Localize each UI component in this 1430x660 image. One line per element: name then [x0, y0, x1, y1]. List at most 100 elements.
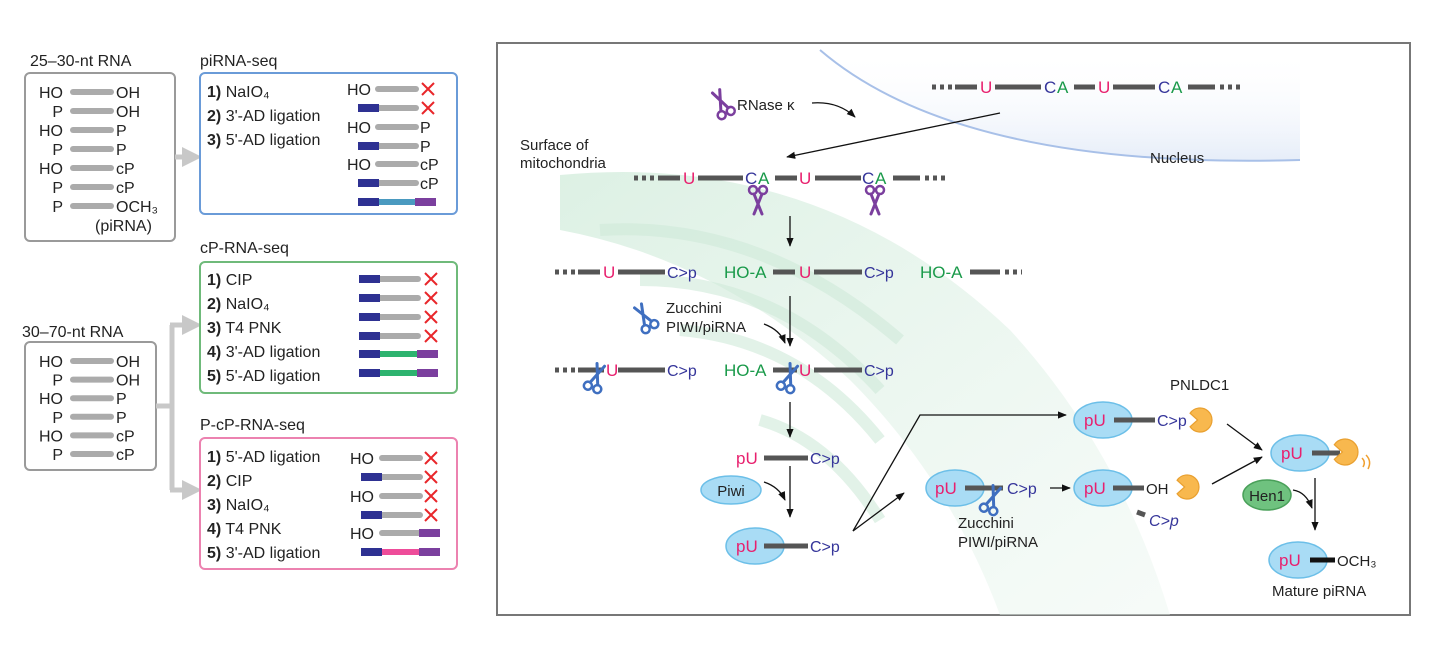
blocked-x-icon	[421, 101, 435, 115]
box-title: P-cP-RNA-seq	[200, 417, 305, 434]
step-label: T4 PNK	[225, 521, 281, 538]
cyclic-phosphate-label: C>p	[810, 539, 840, 556]
three-prime-end: P	[116, 391, 127, 408]
pu-label: pU	[935, 479, 957, 498]
five-prime-end: HO	[39, 428, 63, 445]
five-prime-end: HO	[350, 489, 374, 506]
zucchini-cut-icon	[582, 361, 607, 395]
blocked-x-icon	[421, 82, 435, 96]
protocol-step: 1) 5'-AD ligation	[207, 449, 320, 466]
nucleotide-label: C	[1158, 78, 1170, 97]
product-row	[359, 329, 438, 343]
seq-box-frame	[199, 437, 458, 570]
step-label: NaIO₄	[226, 497, 270, 514]
mitochondria-surface-label: Surface of	[520, 137, 589, 154]
three-prime-adapter	[419, 548, 440, 556]
protocol-step: 5) 3'-AD ligation	[207, 545, 320, 562]
mitochondrion-background	[560, 171, 1170, 615]
protocol-step: 2) NaIO₄	[207, 296, 270, 313]
nucleotide-label: U	[799, 361, 811, 380]
hydroxyl-label: OH	[1146, 481, 1169, 498]
branch-connector	[156, 325, 175, 490]
five-prime-end: P	[52, 199, 63, 216]
rna-species-row: P OH	[52, 104, 140, 121]
trimmed-pirna: pU	[1281, 444, 1340, 463]
step-label: NaIO₄	[226, 296, 270, 313]
blocked-x-icon	[424, 451, 438, 465]
nucleotide-label: U	[980, 78, 992, 97]
box-title: cP-RNA-seq	[200, 240, 289, 257]
five-prime-adapter	[361, 548, 382, 556]
five-prime-adapter	[358, 198, 379, 206]
three-prime-end: OH	[116, 373, 140, 390]
piwi-pirna-label: PIWI/piRNA	[958, 534, 1038, 551]
three-prime-end: OH	[116, 104, 140, 121]
five-prime-adapter	[359, 313, 380, 321]
hydroxyl-a-label: HO-A	[724, 361, 767, 380]
five-prime-end: P	[52, 104, 63, 121]
three-prime-adapter	[417, 369, 438, 377]
three-prime-end: P	[116, 123, 127, 140]
pu-label: pU	[736, 449, 758, 468]
five-prime-adapter	[358, 104, 379, 112]
three-prime-end: cP	[116, 161, 135, 178]
pnldc1-exonuclease-icon	[1189, 407, 1213, 433]
three-prime-end: cP	[116, 447, 135, 464]
step-number: 2)	[207, 473, 221, 490]
five-prime-end: HO	[347, 120, 371, 137]
step-number: 4)	[207, 344, 221, 361]
pu-label: pU	[1281, 444, 1303, 463]
release-motion-icon	[1361, 454, 1371, 470]
step-label: CIP	[226, 473, 253, 490]
step-label: 5'-AD ligation	[226, 449, 321, 466]
nucleotide-label: A	[1171, 78, 1183, 97]
three-prime-end: cP	[420, 176, 439, 193]
step-number: 2)	[207, 296, 221, 313]
protocol-step: 3) NaIO₄	[207, 497, 270, 514]
five-prime-end: P	[52, 410, 63, 427]
five-prime-end: HO	[347, 157, 371, 174]
cyclic-phosphate-label: C>p	[1157, 413, 1187, 430]
nucleotide-label: C	[1044, 78, 1056, 97]
pnldc1-exonuclease-icon	[1333, 438, 1359, 466]
three-prime-adapter	[415, 198, 436, 206]
product-row	[358, 101, 435, 115]
nucleotide-label: A	[758, 169, 770, 188]
pcp-seq-box: P-cP-RNA-seq 1) 5'-AD ligation 2) CIP 3) Na…	[199, 417, 458, 570]
product-row	[359, 350, 438, 358]
hen1-label: Hen1	[1249, 488, 1285, 505]
pathway-arrow-lower	[852, 492, 905, 532]
step-label: T4 PNK	[225, 320, 281, 337]
five-prime-adapter	[359, 350, 380, 358]
piwi-label: Piwi	[717, 483, 745, 500]
five-prime-end: HO	[39, 123, 63, 140]
five-prime-adapter	[361, 511, 382, 519]
product-row	[358, 198, 436, 206]
blocked-x-icon	[424, 291, 438, 305]
rnase-kappa-cut-icon	[747, 184, 769, 216]
cyclic-phosphate-label: C>p	[864, 265, 894, 282]
hydroxyl-a-label: HO-A	[724, 263, 767, 282]
five-prime-end: HO	[350, 526, 374, 543]
five-prime-adapter	[358, 179, 379, 187]
nucleotide-label: U	[799, 169, 811, 188]
protocol-step: 3) 5'-AD ligation	[207, 132, 320, 149]
five-prime-adapter	[359, 294, 380, 302]
five-prime-end: P	[52, 180, 63, 197]
step-number: 5)	[207, 545, 221, 562]
export-arrow	[786, 112, 1001, 159]
nucleotide-label: C	[745, 169, 757, 188]
